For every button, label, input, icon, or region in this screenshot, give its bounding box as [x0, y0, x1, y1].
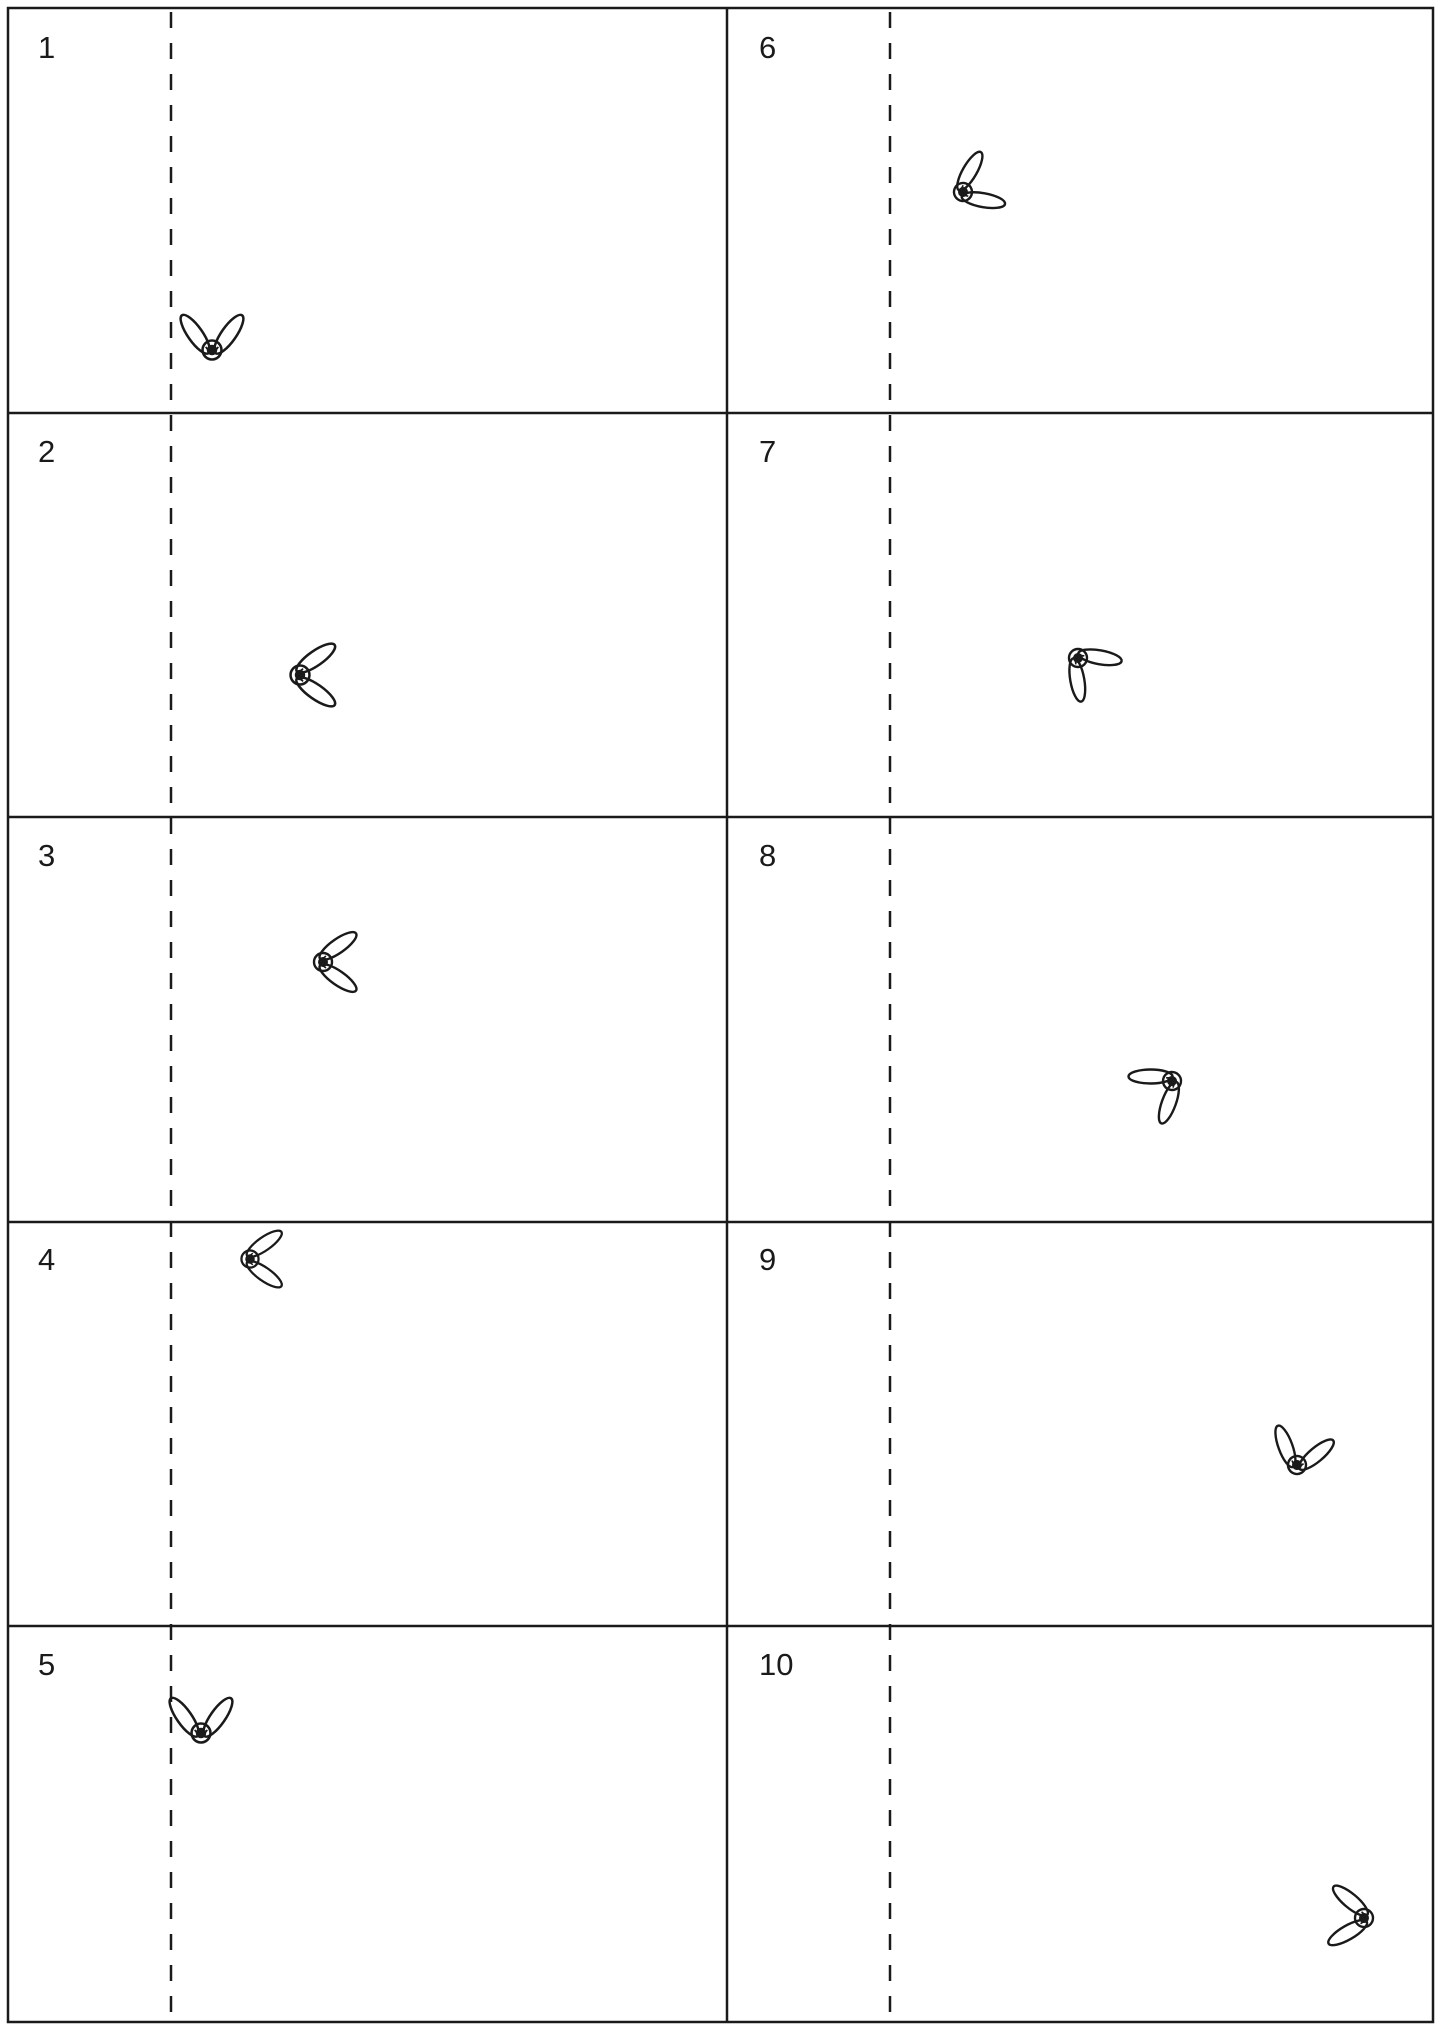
panel-label: 3	[38, 838, 55, 873]
panel-label: 4	[38, 1242, 55, 1277]
fly-icon	[314, 928, 360, 997]
fly-icon	[291, 639, 339, 711]
fly-icon	[940, 145, 1011, 227]
panel-grid-lines	[8, 8, 1433, 2022]
fly-icon	[1047, 627, 1128, 708]
fly-icon	[165, 1694, 237, 1742]
panel-label: 5	[38, 1647, 55, 1682]
panel-label: 9	[759, 1242, 776, 1277]
fly-icon	[176, 311, 248, 359]
panel-label: 10	[759, 1647, 793, 1682]
panel-label: 7	[759, 434, 776, 469]
panel-labels: 1 2 3 4 5 6 7 8 9 10	[38, 30, 793, 1682]
fly-icon	[1324, 1881, 1376, 1953]
panel-label: 6	[759, 30, 776, 65]
panel-label: 1	[38, 30, 55, 65]
dashed-guide-lines	[171, 12, 890, 2026]
fly-icon	[1122, 1048, 1199, 1131]
panel-label: 2	[38, 434, 55, 469]
panel-label: 8	[759, 838, 776, 873]
fly-icon	[1261, 1420, 1339, 1482]
fly-icon	[241, 1226, 285, 1291]
